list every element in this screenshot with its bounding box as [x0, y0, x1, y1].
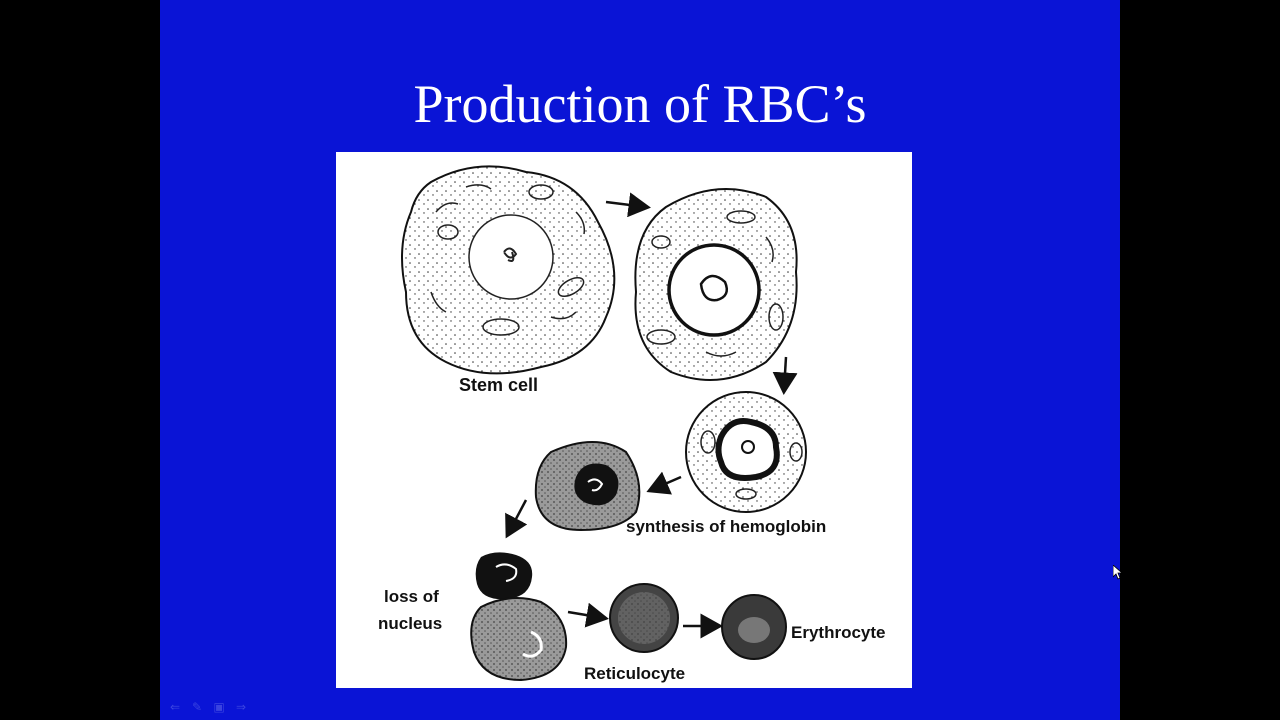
mouse-pointer-icon [1113, 565, 1123, 580]
stem-cell [401, 165, 616, 375]
arrow-to-nucleus-loss [505, 499, 528, 539]
label-loss-of: loss of [384, 587, 439, 606]
proerythroblast-cell [634, 188, 798, 381]
label-synthesis-of-hemoglobin: synthesis of hemoglobin [626, 517, 826, 536]
rbc-production-diagram: Stem cell synthesis of hemoglobin loss o… [336, 152, 912, 688]
arrow-to-reticulocyte [567, 602, 609, 628]
slide: Production of RBC’s [160, 0, 1120, 720]
arrow-stem-to-proerythroblast [605, 192, 651, 218]
pen-icon[interactable]: ✎ [191, 700, 203, 714]
slide-nav-controls: ⇐ ✎ ▣ ⇒ [168, 700, 248, 714]
label-erythrocyte: Erythrocyte [791, 623, 885, 642]
label-reticulocyte: Reticulocyte [584, 664, 685, 683]
slide-title: Production of RBC’s [413, 74, 867, 134]
erythrocyte-cell [721, 594, 787, 660]
polychromatic-erythroblast-cell [534, 441, 641, 532]
basophilic-erythroblast-cell [685, 391, 807, 513]
diagram-svg: Stem cell synthesis of hemoglobin loss o… [378, 165, 885, 683]
label-nucleus: nucleus [378, 614, 442, 633]
arrow-left-icon[interactable]: ⇐ [169, 700, 181, 714]
reticulocyte-cell [609, 583, 679, 653]
enucleating-cell [470, 597, 568, 682]
arrow-to-polychromatic [646, 471, 682, 495]
arrow-right-icon[interactable]: ⇒ [235, 700, 247, 714]
arrow-to-basophilic [772, 356, 798, 395]
menu-icon[interactable]: ▣ [213, 700, 225, 714]
label-stem-cell: Stem cell [459, 375, 538, 395]
extruded-nucleus [475, 552, 533, 600]
